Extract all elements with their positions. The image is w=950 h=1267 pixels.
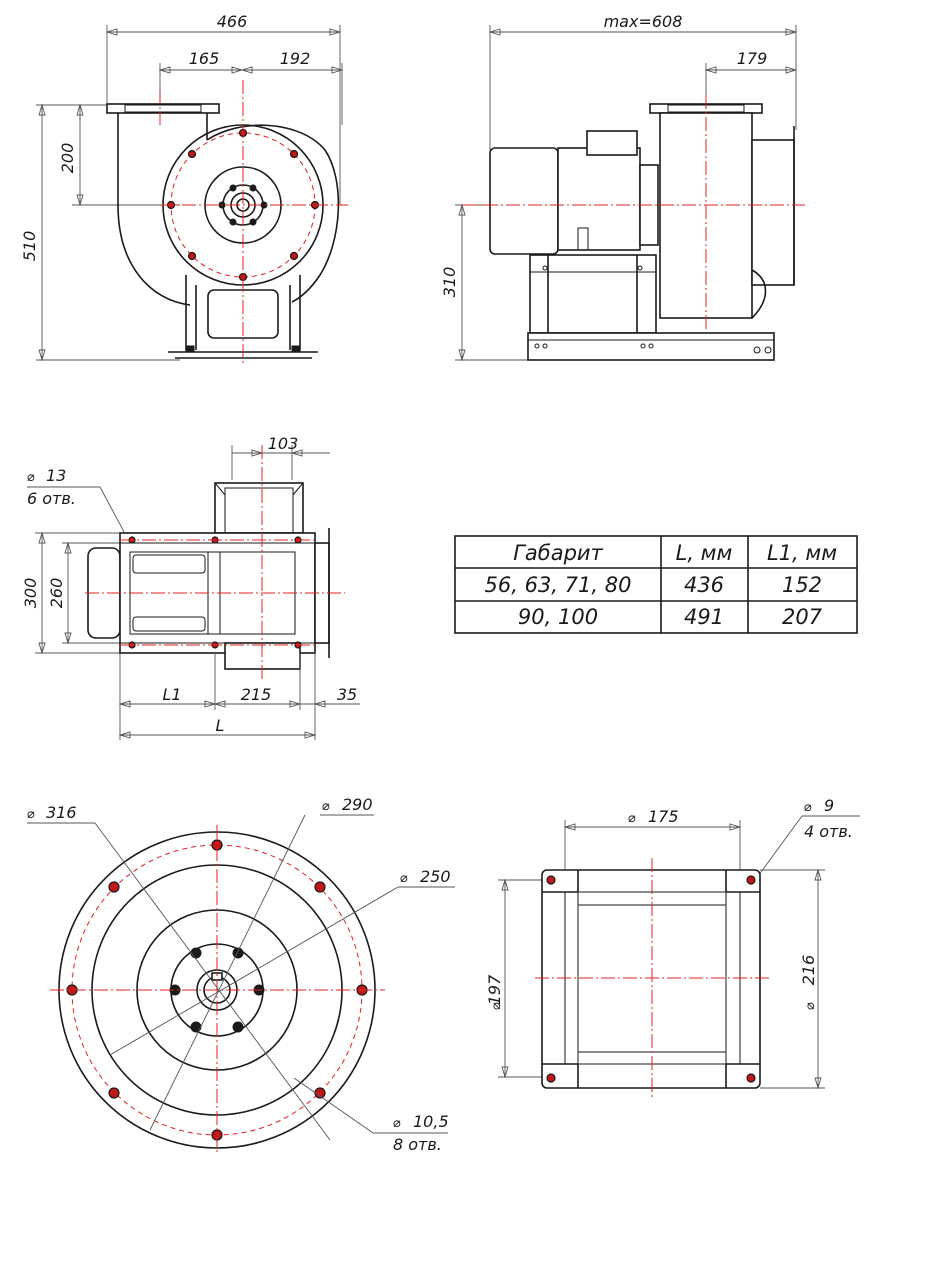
dim-215: 215 (241, 685, 272, 704)
table-cell: 207 (782, 605, 823, 629)
diameter-symbol-290: ⌀ (322, 799, 330, 814)
diameter-symbol-316: ⌀ (27, 807, 35, 822)
dim-260: 260 (47, 578, 66, 609)
dim-35: 35 (337, 685, 357, 704)
diameter-symbol-216: ⌀ (803, 1002, 818, 1010)
dim-165: 165 (189, 49, 220, 68)
dim-300: 300 (21, 578, 40, 609)
hole-count-8: 8 отв. (393, 1135, 442, 1154)
hole-count-4: 4 отв. (804, 822, 853, 841)
plan-view: 103 ⌀ 13 6 отв. 300 260 (21, 434, 360, 740)
table-cell: 90, 100 (518, 605, 598, 629)
table-cell: 436 (684, 573, 724, 597)
front-view: 466 165 192 200 510 (20, 12, 348, 365)
table-cell: 491 (684, 605, 724, 629)
dim-175: 175 (648, 807, 679, 826)
table-cell: 152 (782, 573, 822, 597)
dim-l: L (216, 716, 225, 735)
dim-310: 310 (440, 267, 459, 298)
table-cell: 56, 63, 71, 80 (485, 573, 632, 597)
table-header-l1: L1, мм (767, 541, 837, 565)
diameter-symbol-250: ⌀ (400, 871, 408, 886)
diameter-symbol-175: ⌀ (628, 811, 636, 826)
diameter-symbol-9: ⌀ (804, 800, 812, 815)
hole-size-13: 13 (46, 466, 66, 485)
dim-466: 466 (217, 12, 248, 31)
base-frame-view: ⌀ 175 ⌀ 9 4 отв. ⌀ 197 ⌀ 216 (485, 796, 860, 1100)
dim-103: 103 (268, 434, 299, 453)
dim-216: 216 (799, 955, 818, 986)
diameter-symbol-10-5: ⌀ (393, 1116, 401, 1131)
diameter-symbol-13: ⌀ (27, 470, 35, 485)
dim-d290: 290 (342, 795, 373, 814)
side-view: max=608 179 310 (440, 12, 805, 362)
dim-max-608: max=608 (604, 12, 683, 31)
dim-d9: 9 (824, 796, 834, 815)
dim-179: 179 (737, 49, 768, 68)
size-table: Габарит L, мм L1, мм 56, 63, 71, 80 436 … (454, 535, 858, 634)
dim-510: 510 (20, 231, 39, 262)
inlet-flange-view: ⌀ 316 ⌀ 290 ⌀ 250 ⌀ 10,5 8 отв. (27, 795, 455, 1155)
dim-l1: L1 (162, 685, 181, 704)
dim-d316: 316 (46, 803, 77, 822)
diameter-symbol-197: ⌀ (489, 1002, 504, 1010)
table-header-gabarit: Габарит (513, 541, 603, 565)
dim-192: 192 (280, 49, 311, 68)
dim-d250: 250 (420, 867, 451, 886)
hole-count-6: 6 отв. (27, 489, 76, 508)
table-header-l: L, мм (676, 541, 733, 565)
dim-197: 197 (485, 974, 504, 1005)
dim-200: 200 (58, 143, 77, 174)
dim-d10-5: 10,5 (413, 1112, 449, 1131)
